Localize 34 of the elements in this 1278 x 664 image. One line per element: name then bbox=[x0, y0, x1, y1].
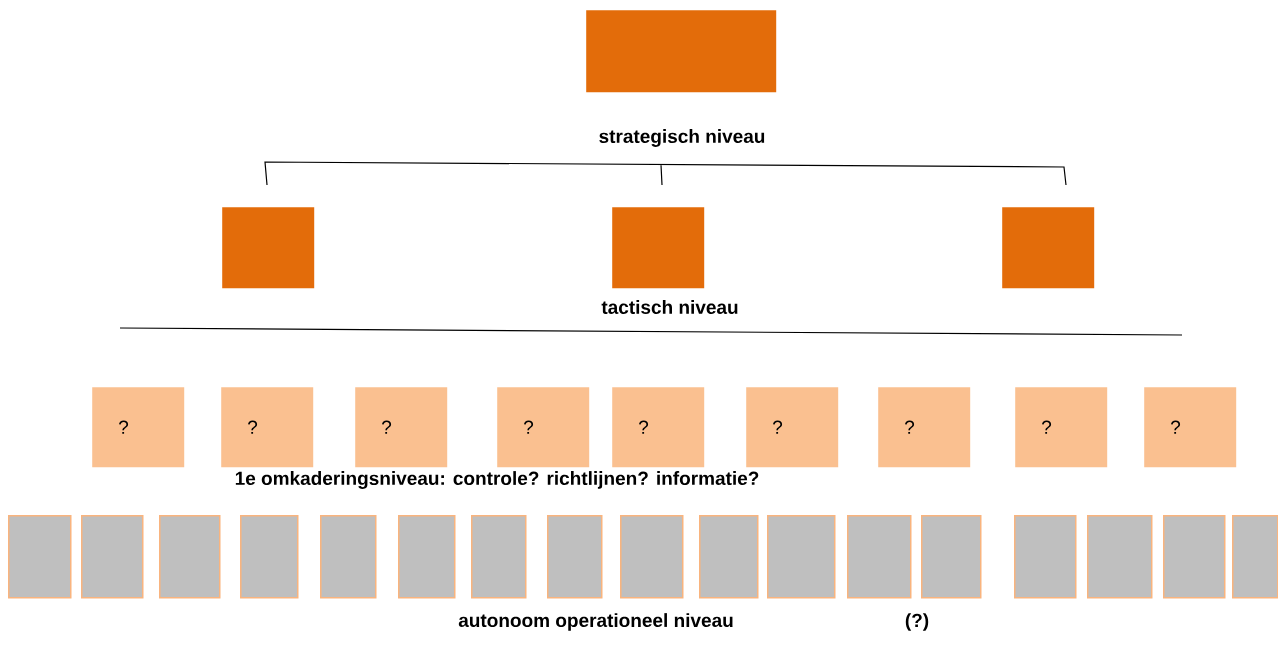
question-box: ? bbox=[221, 387, 314, 468]
question-box: ? bbox=[612, 387, 705, 468]
unit-box bbox=[847, 515, 912, 599]
unit-box bbox=[1163, 515, 1226, 599]
level-label: 1e omkaderingsniveau: controle? richtlijnen? informatie? bbox=[235, 471, 759, 489]
question-box: ? bbox=[878, 387, 971, 468]
unit-box bbox=[699, 515, 759, 599]
unit-box bbox=[471, 515, 527, 599]
unit-box bbox=[81, 515, 144, 599]
question-box: ? bbox=[497, 387, 590, 468]
unit-box bbox=[159, 515, 221, 599]
level-box bbox=[586, 10, 777, 93]
unit-box bbox=[1232, 515, 1278, 599]
question-box: ? bbox=[1144, 387, 1237, 468]
unit-box bbox=[921, 515, 982, 599]
unit-box bbox=[620, 515, 684, 599]
unit-box bbox=[1014, 515, 1077, 599]
unit-box bbox=[8, 515, 72, 599]
unit-box bbox=[398, 515, 456, 599]
level-box bbox=[612, 207, 705, 289]
question-box: ? bbox=[355, 387, 448, 468]
level-box bbox=[1002, 207, 1095, 289]
level-label: (?) bbox=[905, 613, 929, 631]
unit-box bbox=[240, 515, 299, 599]
unit-box bbox=[1087, 515, 1153, 599]
level-label: strategisch niveau bbox=[599, 129, 765, 147]
unit-box bbox=[767, 515, 836, 599]
level-box bbox=[222, 207, 315, 289]
question-box: ? bbox=[1015, 387, 1108, 468]
unit-box bbox=[320, 515, 377, 599]
question-box: ? bbox=[746, 387, 839, 468]
question-box: ? bbox=[92, 387, 185, 468]
level-label: autonoom operationeel niveau bbox=[458, 613, 733, 631]
unit-box bbox=[547, 515, 603, 599]
